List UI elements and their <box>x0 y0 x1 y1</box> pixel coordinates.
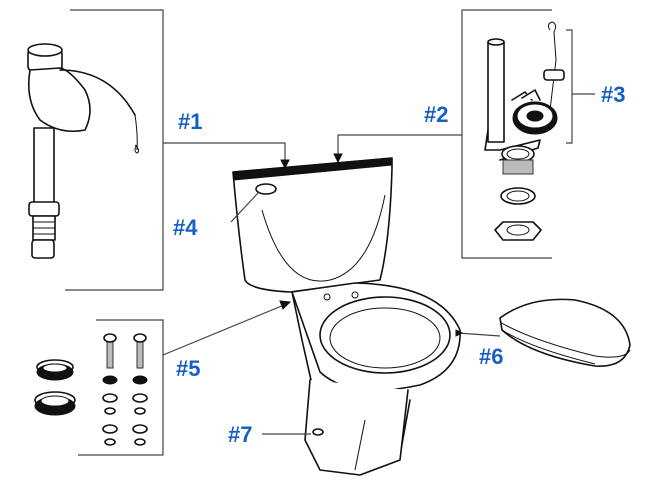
bracket-1 <box>65 9 164 291</box>
bracket-3 <box>566 29 573 144</box>
trip-lever-handle <box>255 183 277 195</box>
flush-valve-group[interactable] <box>333 9 552 259</box>
bolt-kit-icon <box>34 333 148 446</box>
toilet-seat-icon <box>499 298 631 367</box>
part-label-3[interactable]: #3 <box>601 82 626 107</box>
part-label-6[interactable]: #6 <box>479 344 504 369</box>
bolt-cap <box>312 428 324 436</box>
leader-4 <box>230 192 259 223</box>
flapper-group[interactable] <box>511 21 595 144</box>
leader-2 <box>337 134 462 156</box>
part-label-2[interactable]: #2 <box>424 102 449 127</box>
toilet-icon <box>230 157 631 476</box>
arrowhead-1 <box>280 159 290 170</box>
bolt-kit-group[interactable] <box>34 300 292 456</box>
fill-valve-group[interactable] <box>27 9 290 291</box>
part-label-7[interactable]: #7 <box>228 422 253 447</box>
fill-valve-icon <box>27 43 140 259</box>
flapper-icon <box>511 21 565 135</box>
leader-5 <box>162 304 285 356</box>
arrowhead-2 <box>333 153 343 164</box>
leader-6 <box>457 332 501 337</box>
part-label-1[interactable]: #1 <box>178 109 203 134</box>
bracket-5 <box>78 319 164 456</box>
bracket-2 <box>461 9 552 259</box>
flush-valve-icon <box>484 38 542 241</box>
arrowhead-5 <box>279 300 292 310</box>
part-label-4[interactable]: #4 <box>173 215 198 240</box>
part-label-5[interactable]: #5 <box>176 356 201 381</box>
leader-1 <box>163 142 286 162</box>
